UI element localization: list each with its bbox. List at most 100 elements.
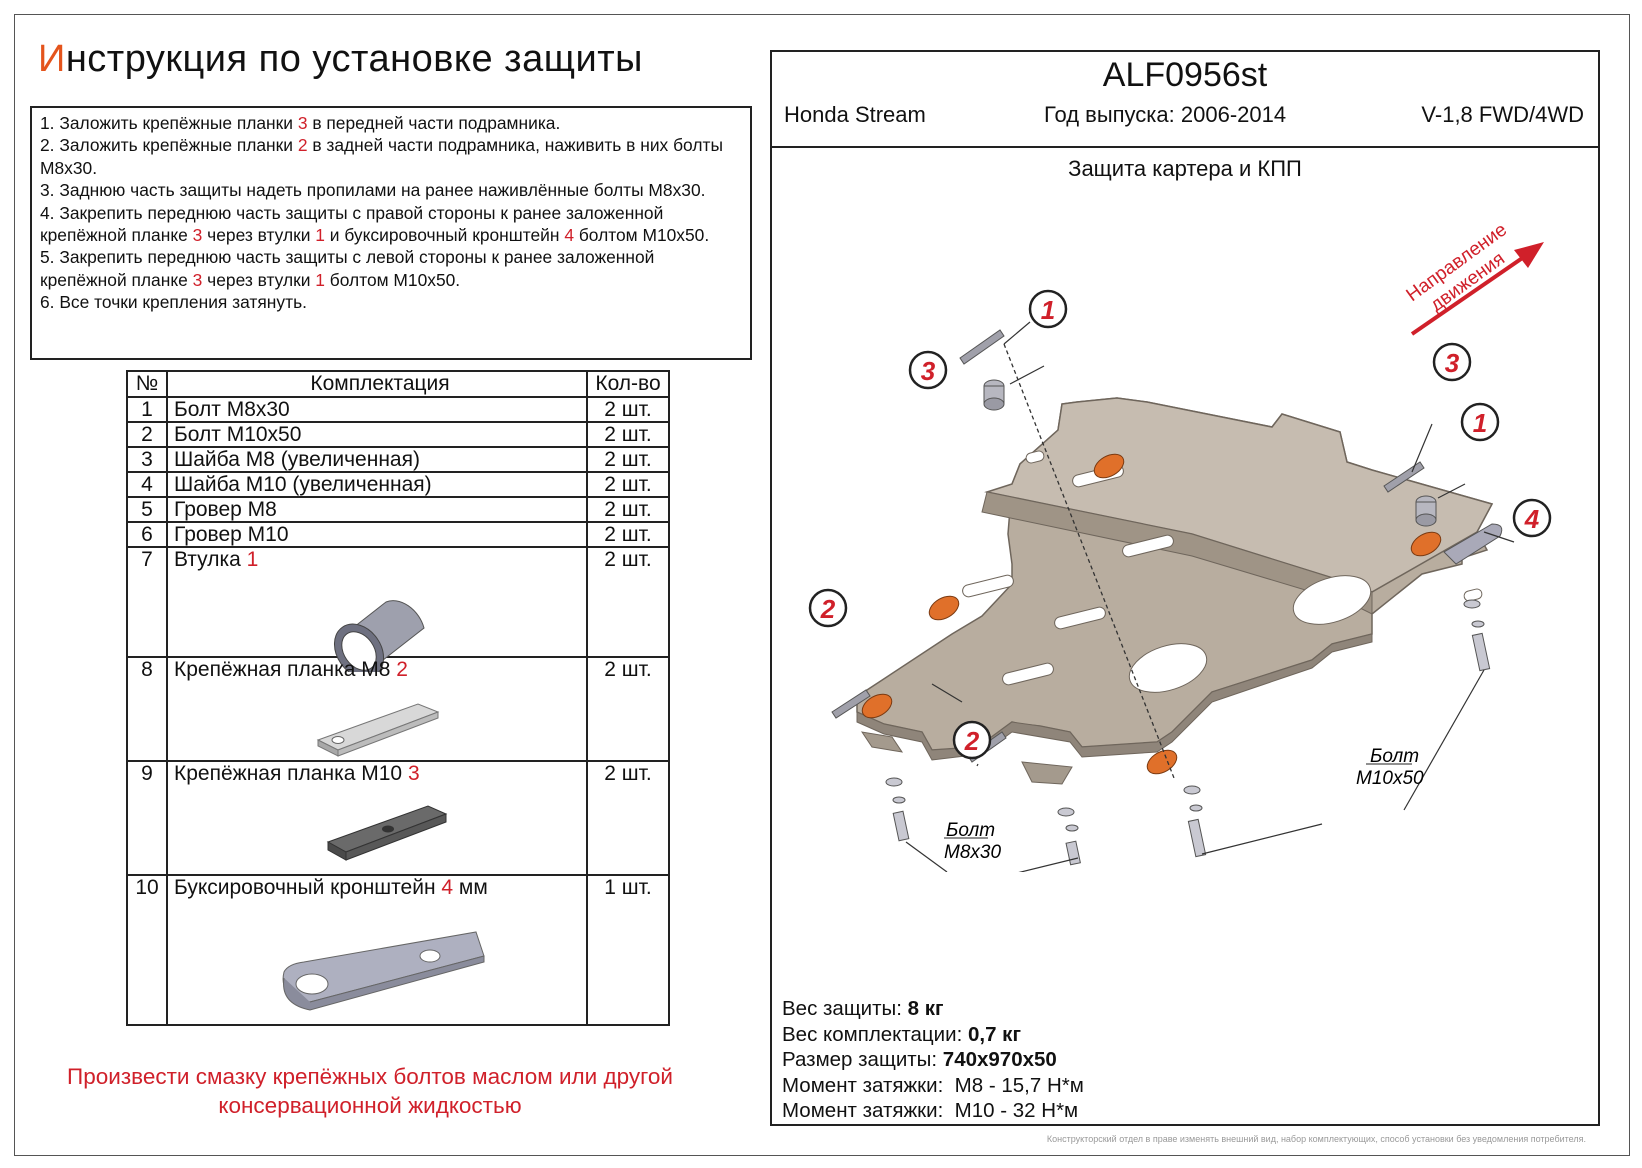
spec-label: Вес комплектации: bbox=[782, 1022, 968, 1046]
kit-row-item: Крепёжная планка М8 2 bbox=[166, 656, 588, 762]
callout-3-right: 3 bbox=[1432, 342, 1472, 382]
spec-value: М8 - 15,7 Н*м bbox=[954, 1073, 1084, 1097]
product-code: ALF0956st bbox=[1102, 56, 1268, 94]
step-text: и буксировочный кронштейн bbox=[324, 225, 565, 246]
bolt-m8-label-1: Болт bbox=[946, 820, 995, 841]
item-name: Крепёжная планка М8 bbox=[174, 658, 397, 681]
step-text: болтом М10х50. bbox=[574, 225, 710, 246]
production-years: Год выпуска: 2006-2014 bbox=[1044, 102, 1287, 127]
plate-m10-icon bbox=[326, 805, 448, 861]
spec-value: 0,7 кг bbox=[967, 1022, 1021, 1046]
step-text: в задней части подрамника, наживить в ни… bbox=[40, 135, 723, 178]
kit-row-item: Болт М10х50 bbox=[166, 421, 588, 448]
item-name: Шайба М10 (увеличенная) bbox=[174, 473, 432, 496]
item-name: Болт М8х30 bbox=[174, 398, 290, 421]
step-text: в передней части подрамника. bbox=[307, 113, 561, 133]
step-text: 5. Закрепить переднюю часть защиты с лев… bbox=[40, 247, 655, 290]
callout-3-left: 3 bbox=[908, 350, 948, 390]
product-subtitle: Защита картера и КПП bbox=[1068, 156, 1302, 181]
svg-text:3: 3 bbox=[1445, 348, 1460, 378]
kit-row-item: Крепёжная планка М10 3 bbox=[166, 760, 588, 876]
svg-text:4: 4 bbox=[1524, 504, 1540, 534]
page-border bbox=[14, 14, 1630, 1156]
title-first-letter: И bbox=[38, 38, 66, 80]
step-6: 6. Все точки крепления затянуть. bbox=[40, 291, 742, 313]
spec-value: 740х970х50 bbox=[942, 1048, 1057, 1072]
part-reference: 3 bbox=[192, 269, 203, 290]
kit-row-item: Болт М8х30 bbox=[166, 396, 588, 423]
callout-1-left: 1 bbox=[1028, 289, 1068, 329]
item-name: Буксировочный кронштейн bbox=[174, 876, 442, 899]
engine-spec: V-1,8 FWD/4WD bbox=[1421, 102, 1584, 127]
kit-row-number: 7 bbox=[126, 546, 168, 658]
kit-row-item: Буксировочный кронштейн 4 мм bbox=[166, 874, 588, 1026]
spec-label: Момент затяжки: bbox=[782, 1099, 955, 1123]
spec-line: Момент затяжки: М8 - 15,7 Н*м bbox=[782, 1073, 1084, 1099]
spec-value: М10 - 32 Н*м bbox=[954, 1099, 1079, 1123]
skid-plate bbox=[856, 343, 1494, 785]
kit-row-qty: 2 шт. bbox=[586, 656, 670, 762]
item-name: Втулка bbox=[174, 548, 247, 571]
svg-text:1: 1 bbox=[1473, 408, 1487, 438]
kit-row-item: Шайба М10 (увеличенная) bbox=[166, 471, 588, 498]
step-text: 4. Закрепить переднюю часть защиты с пра… bbox=[40, 202, 664, 246]
part-reference: 1 bbox=[315, 269, 325, 290]
kit-row-qty: 2 шт. bbox=[586, 521, 670, 548]
product-header: ALF0956st Honda Stream Год выпуска: 2006… bbox=[772, 52, 1598, 148]
kit-row-number: 9 bbox=[126, 760, 168, 876]
part-picture bbox=[318, 792, 458, 871]
spec-label: Момент затяжки: bbox=[782, 1073, 955, 1097]
kit-row-number: 2 bbox=[126, 421, 168, 448]
mounting-pads bbox=[861, 453, 1442, 775]
lubrication-warning: Произвести смазку крепёжных болтов масло… bbox=[67, 1064, 673, 1118]
spec-line: Момент затяжки: М10 - 32 Н*м bbox=[782, 1098, 1084, 1124]
spec-label: Размер защиты: bbox=[782, 1048, 943, 1072]
item-suffix: мм bbox=[453, 876, 488, 899]
step-text: 1. Заложить крепёжные планки bbox=[40, 113, 298, 133]
header-number: № bbox=[126, 370, 168, 398]
plate-m8-icon bbox=[316, 703, 440, 757]
svg-text:3: 3 bbox=[921, 356, 936, 386]
kit-row-number: 10 bbox=[126, 874, 168, 1026]
spec-value: 8 кг bbox=[907, 997, 944, 1020]
step-1: 1. Заложить крепёжные планки 3 в передне… bbox=[40, 112, 742, 134]
installation-steps: 1. Заложить крепёжные планки 3 в передне… bbox=[30, 106, 752, 360]
kit-row-qty: 2 шт. bbox=[586, 396, 670, 423]
spec-line: Вес комплектации: 0,7 кг bbox=[782, 1022, 1084, 1048]
part-reference: 4 bbox=[564, 225, 574, 246]
step-text: 3. Заднюю часть защиты надеть пропилами … bbox=[40, 180, 706, 201]
part-reference: 2 bbox=[297, 135, 308, 156]
kit-row-item: Гровер М10 bbox=[166, 521, 588, 548]
step-text: болтом М10х50. bbox=[324, 269, 461, 290]
step-text: через втулки bbox=[202, 225, 316, 246]
part-picture bbox=[308, 692, 448, 767]
kit-row-number: 1 bbox=[126, 396, 168, 423]
step-3: 3. Заднюю часть защиты надеть пропилами … bbox=[40, 179, 742, 201]
kit-row-number: 5 bbox=[126, 496, 168, 523]
kit-row-qty: 1 шт. bbox=[586, 874, 670, 1026]
svg-text:2: 2 bbox=[964, 726, 980, 756]
part-reference: 1 bbox=[246, 548, 259, 571]
kit-row-qty: 2 шт. bbox=[586, 446, 670, 473]
kit-row-qty: 2 шт. bbox=[586, 496, 670, 523]
header-qty: Кол-во bbox=[586, 370, 670, 398]
kit-row-qty: 2 шт. bbox=[586, 421, 670, 448]
spec-line: Размер защиты: 740х970х50 bbox=[782, 1047, 1084, 1073]
step-text: через втулки bbox=[202, 269, 316, 290]
title-rest: нструкция по установке защиты bbox=[65, 38, 643, 80]
kit-row-number: 6 bbox=[126, 521, 168, 548]
step-2: 2. Заложить крепёжные планки 2 в задней … bbox=[40, 134, 742, 179]
kit-table-header: № Комплектация Кол-во bbox=[126, 370, 670, 398]
item-name: Шайба М8 (увеличенная) bbox=[174, 448, 420, 471]
kit-row-item: Втулка 1 bbox=[166, 546, 588, 679]
kit-row: 1 Болт М8х30 2 шт. bbox=[126, 396, 670, 423]
kit-row-qty: 2 шт. bbox=[586, 760, 670, 876]
step-text: 6. Все точки крепления затянуть. bbox=[40, 292, 307, 313]
callout-2-left: 2 bbox=[808, 588, 848, 628]
kit-row-number: 4 bbox=[126, 471, 168, 498]
